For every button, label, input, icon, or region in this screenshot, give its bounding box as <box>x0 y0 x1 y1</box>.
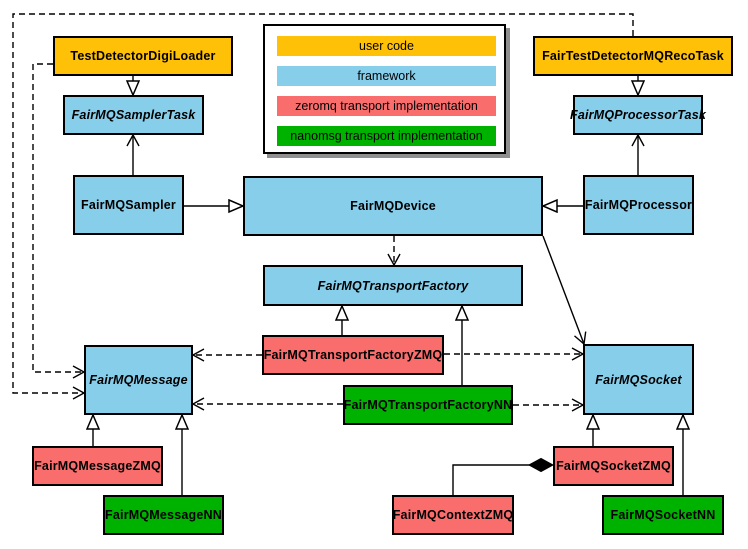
node-label: TestDetectorDigiLoader <box>70 49 216 63</box>
legend-label: zeromq transport implementation <box>295 99 478 113</box>
legend-item-framework: framework <box>277 66 496 86</box>
node-label: FairMQSocketNN <box>610 508 716 522</box>
node-fairmq-processor: FairMQProcessor <box>583 175 694 235</box>
node-label: FairMQSampler <box>81 198 176 212</box>
legend-item-zeromq: zeromq transport implementation <box>277 96 496 116</box>
node-fairmq-processor-task: FairMQProcessorTask <box>569 95 707 135</box>
node-fairmq-socket-zmq: FairMQSocketZMQ <box>553 446 674 486</box>
node-fairmq-message: FairMQMessage <box>84 345 193 415</box>
node-label: FairMQSamplerTask <box>71 108 196 122</box>
node-fair-test-detector-mq-reco-task: FairTestDetectorMQRecoTask <box>533 36 733 76</box>
node-fairmq-transport-factory-nn: FairMQTransportFactoryNN <box>343 385 513 425</box>
node-fairmq-message-nn: FairMQMessageNN <box>103 495 224 535</box>
node-test-detector-digi-loader: TestDetectorDigiLoader <box>53 36 233 76</box>
node-label: FairTestDetectorMQRecoTask <box>542 49 724 63</box>
node-label: FairMQSocket <box>595 372 682 387</box>
node-label: FairMQSocketZMQ <box>556 459 671 473</box>
edge-contextzmq-socketzmq <box>452 464 530 495</box>
node-fairmq-transport-factory: FairMQTransportFactory <box>263 265 523 306</box>
legend: user code framework zeromq transport imp… <box>263 24 506 154</box>
node-fairmq-socket: FairMQSocket <box>583 344 694 415</box>
legend-item-user-code: user code <box>277 36 496 56</box>
node-label: FairMQProcessor <box>584 198 693 212</box>
composition-diamond <box>527 457 555 473</box>
edge-digiloader-message <box>32 63 86 379</box>
node-label: FairMQTransportFactory <box>317 278 469 293</box>
node-label: FairMQMessageZMQ <box>34 459 161 473</box>
node-fairmq-device: FairMQDevice <box>243 176 543 236</box>
node-fairmq-context-zmq: FairMQContextZMQ <box>392 495 514 535</box>
node-fairmq-sampler-task: FairMQSamplerTask <box>63 95 204 135</box>
legend-label: user code <box>359 39 414 53</box>
node-label: FairMQMessage <box>89 373 188 387</box>
node-fairmq-message-zmq: FairMQMessageZMQ <box>32 446 163 486</box>
edge-device-socket <box>542 235 587 346</box>
node-label: FairMQTransportFactoryNN <box>343 398 513 412</box>
node-fairmq-socket-nn: FairMQSocketNN <box>602 495 724 535</box>
node-label: FairMQProcessorTask <box>569 108 707 122</box>
legend-label: nanomsg transport implementation <box>290 129 483 143</box>
edge-recotask-message <box>12 13 634 400</box>
node-label: FairMQMessageNN <box>105 508 222 522</box>
node-label: FairMQContextZMQ <box>392 508 514 522</box>
legend-label: framework <box>357 69 416 83</box>
node-fairmq-transport-factory-zmq: FairMQTransportFactoryZMQ <box>262 335 444 375</box>
node-fairmq-sampler: FairMQSampler <box>73 175 184 235</box>
node-label: FairMQTransportFactoryZMQ <box>263 348 443 362</box>
legend-item-nanomsg: nanomsg transport implementation <box>277 126 496 146</box>
node-label: FairMQDevice <box>350 199 436 213</box>
